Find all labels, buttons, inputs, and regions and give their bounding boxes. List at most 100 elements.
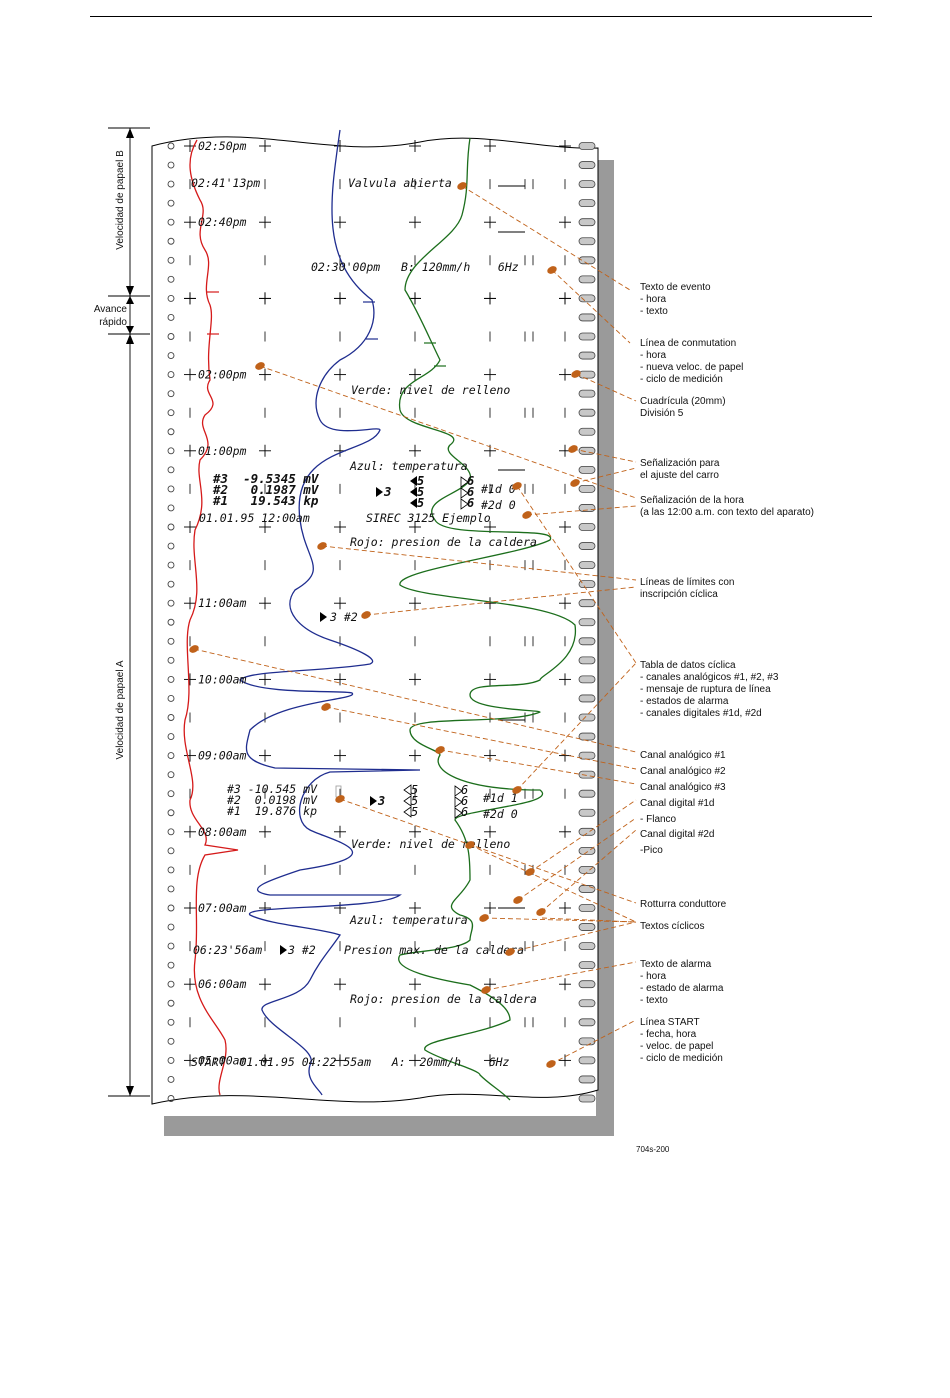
alarm-state-icon [410, 498, 417, 508]
grid-crosses [184, 140, 571, 1067]
perforation-hole [167, 675, 175, 683]
perforation-hole [167, 771, 175, 779]
perforation-slot [578, 523, 596, 531]
perforation-hole [167, 580, 175, 588]
time-label: 07:00am [198, 901, 247, 915]
perforation-hole [167, 275, 175, 283]
perforation-hole [167, 961, 175, 969]
cyclic-text-azul-2: Azul: temperatura [349, 913, 468, 927]
table1-digital-2: #2d 0 [480, 498, 516, 512]
perforation-slot [578, 618, 596, 627]
annotation-tabla: - mensaje de ruptura de línea [640, 684, 771, 695]
alarm-state-icon [454, 796, 463, 808]
perforation-slot [578, 389, 596, 398]
time-label: 05:00am [198, 1053, 247, 1067]
table2-digital-2: #2d 0 [482, 807, 518, 821]
perforation-slot [578, 275, 596, 284]
time-label: 10:00am [198, 672, 247, 686]
annotation-ciclicos: Textos cíclicos [640, 921, 704, 932]
annotation-rotura: Rotturra conduttore [640, 899, 727, 910]
perforation-hole [167, 256, 175, 264]
event-text: Valvula abierta [348, 176, 452, 190]
time-label: 02:00pm [198, 368, 247, 382]
recorder-paper [151, 136, 599, 1105]
perforation-slot [578, 1037, 596, 1046]
perforation-hole [167, 218, 175, 226]
alarm-state-icon [460, 476, 469, 488]
perforation-hole [167, 790, 175, 798]
analog-channel-3-curve [398, 137, 576, 1101]
annotation-cuadricula: División 5 [640, 408, 684, 419]
perforation-hole [167, 199, 175, 207]
perforation-hole [167, 294, 175, 302]
table1-col5-0: 5 [417, 474, 424, 488]
perforation-hole [167, 161, 175, 169]
start-line: START 01.01.95 04:22'55am A: 20mm/h 6Hz [191, 1055, 510, 1069]
marker-dot [321, 703, 331, 711]
alarm-state-icon [403, 806, 412, 818]
perforation-slot [578, 923, 596, 931]
table1-col5-2: 5 [417, 496, 424, 510]
perforation-hole [167, 1037, 175, 1045]
perforation-hole [167, 695, 175, 702]
perforation-hole [167, 809, 175, 817]
perforation-slot [578, 313, 596, 322]
cyclic-text-rojo-2: Rojo: presion de la caldera [350, 992, 537, 1006]
cyclic-text-azul-1: Azul: temperatura [349, 459, 468, 473]
perforation-hole [167, 656, 175, 664]
time-label: 02:40pm [198, 215, 247, 229]
perforation-slot [578, 427, 596, 436]
annotation-flanco: - Flanco [640, 814, 677, 825]
analog-channel-2-curve [239, 129, 421, 1096]
perforation-slot [578, 237, 596, 246]
perforation-hole [167, 180, 175, 188]
table2-alarm: 3 [377, 794, 385, 808]
paper-shadow [164, 1116, 606, 1136]
marker-dot [465, 841, 475, 849]
table1-alarm: 3 [383, 484, 392, 499]
perforation-hole [167, 999, 175, 1007]
perforation-slot [578, 484, 596, 493]
perforation-slot [578, 694, 596, 703]
perforation-hole [167, 904, 175, 912]
time-label: 08:00am [198, 825, 247, 839]
perforation-hole [167, 1018, 175, 1026]
marker-dot [255, 362, 265, 370]
perforation-slot [578, 332, 596, 341]
perforation-slot [578, 408, 596, 417]
perforation-holes-left [167, 142, 175, 1102]
perforation-hole [167, 980, 175, 988]
annotation-alarma: - estado de alarma [640, 983, 724, 994]
perforation-slot [578, 1056, 596, 1065]
perforation-hole [167, 752, 175, 760]
perforation-slot [578, 542, 596, 550]
annotation-alarma: Texto de alarma [640, 959, 712, 970]
annotation-conmutation: - hora [640, 350, 667, 361]
perforation-hole [167, 352, 175, 359]
recorded-text: 02:41'13pm Valvula abierta 02:30'00pm B:… [191, 176, 537, 1069]
annotation-markers [189, 182, 581, 1068]
perforation-hole [167, 237, 175, 245]
perforation-slot [578, 161, 596, 169]
perforation-hole [167, 561, 175, 569]
perforation-hole [167, 485, 175, 493]
table1-col6-2: 6 [467, 496, 474, 510]
annotation-cuadricula: Cuadrícula (20mm) [640, 396, 726, 407]
table2-col6-1: 6 [461, 794, 468, 808]
perforation-slot [578, 1094, 596, 1103]
perforation-hole [167, 866, 175, 874]
perforation-slot [578, 561, 596, 569]
marker-dot [512, 786, 522, 794]
label-speed-a: Velocidad de papael A [115, 660, 126, 759]
alarm-state-icon [403, 795, 412, 807]
perforation-slots-right [578, 142, 596, 1103]
marker-dot [547, 266, 557, 274]
marker-dot [525, 868, 535, 876]
label-rapido: rápido [99, 317, 127, 328]
perforation-hole [167, 504, 175, 512]
perforation-hole [167, 523, 175, 531]
alarm-state-icon [454, 807, 463, 819]
header-rule [90, 16, 872, 17]
table2-col5-0: 5 [411, 783, 418, 797]
